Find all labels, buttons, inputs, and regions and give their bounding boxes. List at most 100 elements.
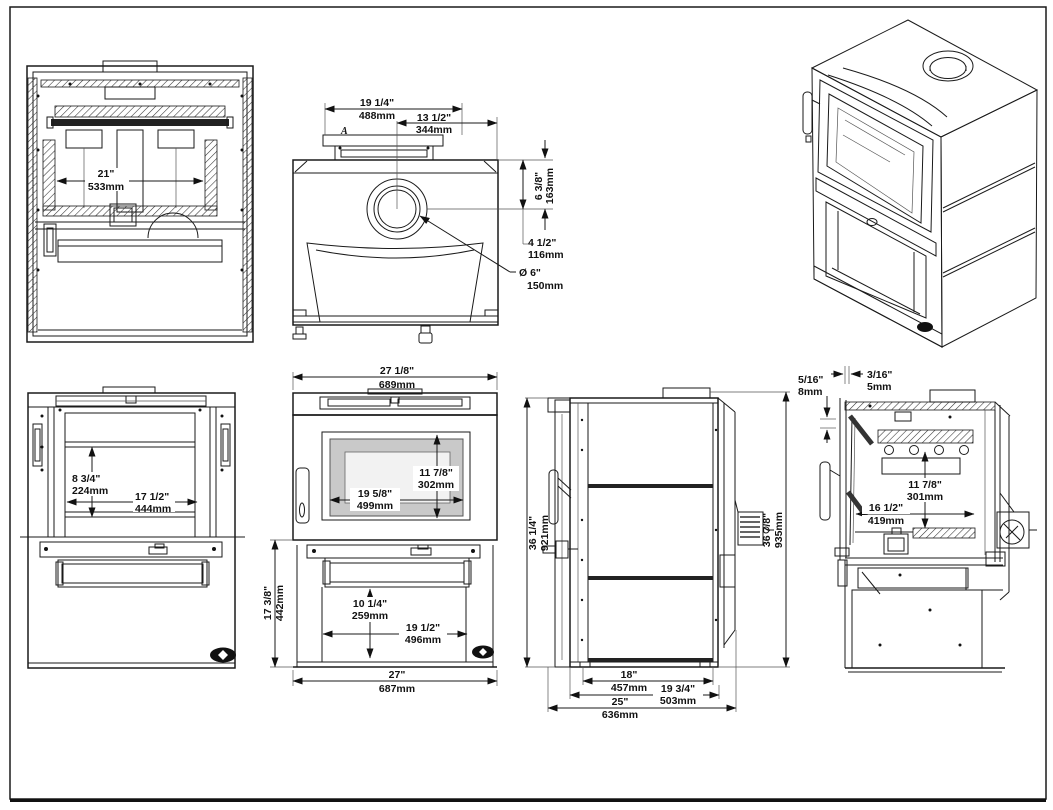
brand-logo-front — [472, 645, 494, 659]
dim-921-inches: 36 1/4" — [527, 516, 539, 550]
dim-689-inches: 27 1/8" — [380, 365, 414, 377]
iso-door — [817, 79, 934, 233]
dim-116-mm: 116mm — [528, 249, 564, 261]
side-flue-stub — [662, 387, 711, 399]
dim-glass-height-302: 11 7/8" 302mm — [413, 434, 459, 519]
dim-shield-width-488: 19 1/4" 488mm — [324, 97, 463, 135]
dim-opening-width-496: 19 1/2" 496mm — [322, 622, 468, 646]
baffle-hatch — [54, 105, 226, 118]
dim-depth-503: 19 3/4" 503mm — [569, 667, 720, 707]
rear-latch — [148, 546, 168, 555]
iso-flue-collar — [922, 50, 974, 82]
dim-457-inches: 18" — [621, 669, 638, 681]
dim-496-inches: 19 1/2" — [406, 622, 440, 634]
dim-533-mm: 533mm — [88, 181, 124, 193]
dim-163-inches: 6 3/8" — [533, 172, 545, 200]
dim-overall-width-689: 27 1/8" 689mm — [292, 365, 498, 391]
section-door-handle — [819, 461, 831, 521]
bolt-dots — [36, 82, 244, 272]
section-bolt-dots — [868, 404, 962, 647]
side-body — [569, 397, 719, 668]
dim-flue-center-163: 6 3/8" 163mm — [427, 140, 556, 210]
stove-top-outline — [292, 159, 499, 326]
iso-brand-logo — [917, 322, 933, 332]
dim-444-mm: 444mm — [135, 503, 171, 515]
dim-depth-636: 25" 636mm — [547, 630, 737, 721]
isometric-view — [802, 19, 1039, 348]
dim-488-mm: 488mm — [359, 110, 395, 122]
dim-496-mm: 496mm — [405, 634, 441, 646]
dim-935-inches: 36 7/8" — [761, 513, 773, 547]
dim-base-width-687: 27" 687mm — [292, 669, 498, 695]
dim-5-inches: 3/16" — [867, 369, 892, 381]
dim-687-inches: 27" — [389, 669, 406, 681]
iso-pedestal-opening — [825, 201, 927, 319]
stove-front-body — [292, 414, 498, 541]
dim-150-inches: Ø 6" — [519, 267, 541, 279]
rear-bolt-dots — [40, 408, 224, 472]
dim-rear-height-935: 36 7/8" 935mm — [710, 391, 790, 668]
side-bolt-dots — [580, 418, 718, 642]
iso-door-latch — [866, 218, 878, 226]
dim-444-inches: 17 1/2" — [135, 491, 169, 503]
dim-firebox-depth-419: 16 1/2" 419mm — [855, 502, 975, 527]
dim-302-mm: 302mm — [418, 479, 454, 491]
dim-8-mm: 8mm — [798, 386, 823, 398]
side-door-edge — [554, 399, 571, 668]
door-frame — [321, 431, 471, 521]
dim-pedestal-height-442: 17 3/8" 442mm — [262, 539, 293, 668]
dim-301-inches: 11 7/8" — [908, 479, 942, 491]
dim-163-mm: 163mm — [544, 168, 556, 204]
rear-view: 8 3/4" 224mm 17 1/2" 444mm — [20, 386, 245, 669]
dim-503-mm: 503mm — [660, 695, 696, 707]
curved-top-plate — [306, 242, 484, 323]
dim-301-mm: 301mm — [907, 491, 943, 503]
dim-533-inches: 21" — [98, 168, 115, 180]
dim-flue-offset-344: 13 1/2" 344mm — [396, 112, 498, 160]
section-view: 5/16" 8mm 3/16" 5mm — [798, 366, 1037, 673]
secondary-air-tubes — [884, 445, 969, 455]
dim-116-inches: 4 1/2" — [528, 237, 556, 249]
dim-935-mm: 935mm — [773, 512, 785, 548]
dim-firebox-height-301: 11 7/8" 301mm — [901, 451, 949, 529]
rear-ash-drawer — [57, 559, 208, 588]
dim-636-mm: 636mm — [602, 709, 638, 721]
dim-front-height-921: 36 1/4" 921mm — [523, 397, 555, 668]
dim-5-mm: 5mm — [867, 381, 892, 393]
dim-419-mm: 419mm — [868, 515, 904, 527]
side-blower — [734, 499, 774, 546]
dim-259-inches: 10 1/4" — [353, 598, 387, 610]
dim-499-mm: 499mm — [357, 500, 393, 512]
iso-right-face — [940, 89, 1038, 348]
dim-259-mm: 259mm — [352, 610, 388, 622]
dim-636-inches: 25" — [612, 696, 629, 708]
dim-glass-width-499: 19 5/8" 499mm — [329, 488, 464, 512]
dim-224-inches: 8 3/4" — [72, 473, 100, 485]
dim-224-mm: 224mm — [72, 485, 108, 497]
door-hinge — [295, 467, 310, 524]
dim-opening-height-259: 10 1/4" 259mm — [346, 588, 394, 659]
dim-8-inches: 5/16" — [798, 374, 823, 386]
dim-rear-width-444: 17 1/2" 444mm — [66, 491, 198, 515]
dim-921-mm: 921mm — [539, 515, 551, 551]
front-latch — [410, 547, 432, 556]
front-ash-drawer — [324, 557, 470, 588]
annotation-a-label: A — [340, 126, 348, 137]
dim-gap-8: 5/16" 8mm — [798, 374, 836, 443]
dim-gap-5: 3/16" 5mm — [831, 366, 892, 393]
dim-344-inches: 13 1/2" — [417, 112, 451, 124]
section-flue-stub — [929, 389, 976, 403]
dim-depth-457: 18" 457mm — [582, 667, 714, 694]
section-top-plate — [844, 401, 996, 411]
dim-503-inches: 19 3/4" — [661, 683, 695, 695]
brand-logo — [210, 647, 236, 663]
front-view: 27 1/8" 689mm 19 5/8" 499mm 11 7/8" 302m… — [262, 365, 498, 695]
front-feet — [292, 325, 433, 344]
dim-419-inches: 16 1/2" — [869, 502, 903, 514]
side-view: 36 1/4" 921mm 36 7/8" 935mm 18" 457mm 19… — [523, 387, 790, 721]
section-blower-fan — [985, 492, 1037, 567]
dim-rear-height-224: 8 3/4" 224mm — [70, 446, 110, 518]
dim-499-inches: 19 5/8" — [358, 488, 392, 500]
section-baffle — [877, 429, 974, 444]
